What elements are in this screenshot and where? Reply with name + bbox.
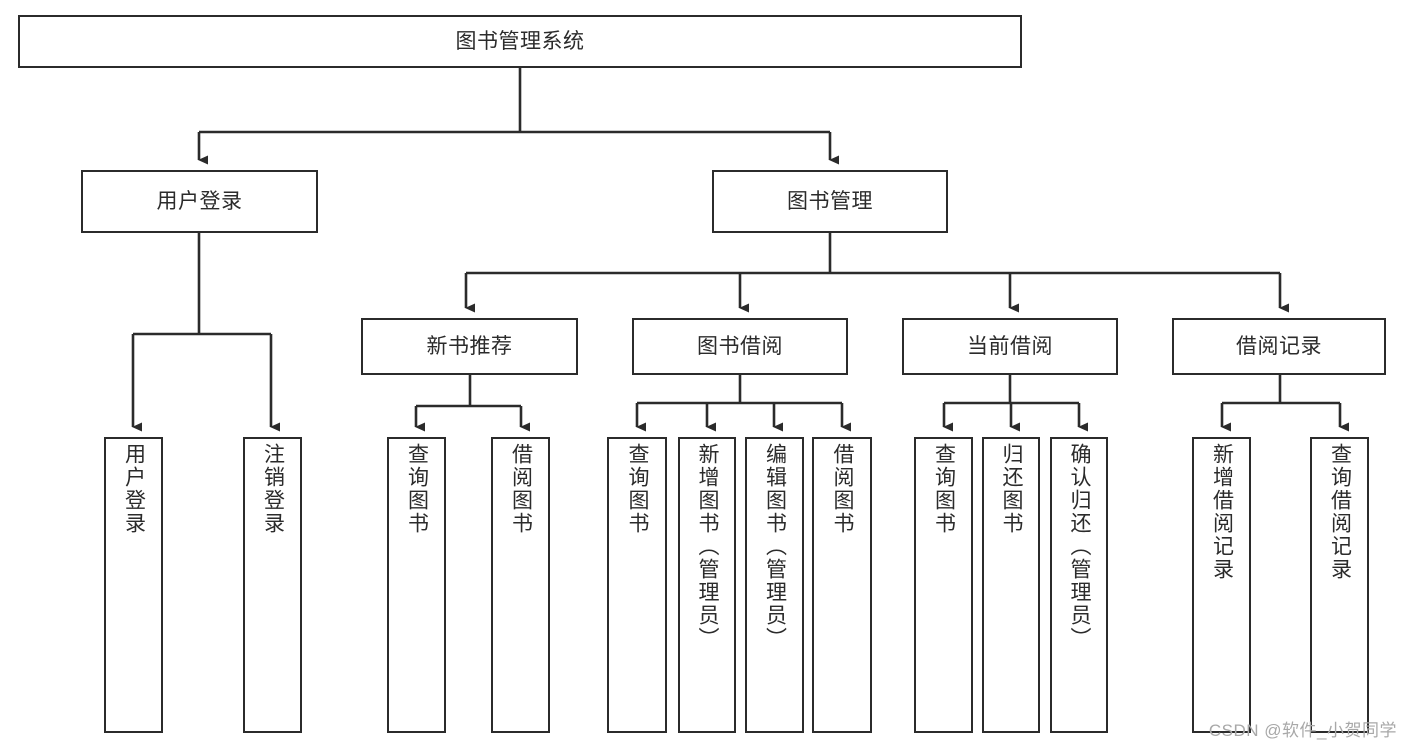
node-current-borrow[interactable]: 当前借阅 [902, 318, 1118, 375]
leaf-new-book-1[interactable]: 查询图书 [387, 437, 446, 733]
leaf-current-borrow-3[interactable]: 确认归还（管理员） [1050, 437, 1108, 733]
node-user-login[interactable]: 用户登录 [81, 170, 318, 233]
leaf-book-borrow-2[interactable]: 新增图书（管理员） [678, 437, 736, 733]
node-book-borrow-label: 图书借阅 [697, 334, 783, 358]
node-borrow-record[interactable]: 借阅记录 [1172, 318, 1386, 375]
node-root[interactable]: 图书管理系统 [18, 15, 1022, 68]
node-book-borrow[interactable]: 图书借阅 [632, 318, 848, 375]
leaf-current-borrow-3-label: 确认归还（管理员） [1068, 443, 1092, 650]
leaf-new-book-2-label: 借阅图书 [509, 443, 533, 535]
node-current-borrow-label: 当前借阅 [967, 334, 1053, 358]
leaf-current-borrow-1-label: 查询图书 [932, 443, 956, 535]
node-borrow-record-label: 借阅记录 [1236, 334, 1322, 358]
node-new-book-recommend-label: 新书推荐 [426, 334, 513, 358]
leaf-book-borrow-3-label: 编辑图书（管理员） [763, 443, 787, 650]
leaf-book-borrow-2-label: 新增图书（管理员） [696, 443, 720, 650]
leaf-user-login-2[interactable]: 注销登录 [243, 437, 302, 733]
leaf-book-borrow-4[interactable]: 借阅图书 [812, 437, 872, 733]
leaf-borrow-record-1[interactable]: 新增借阅记录 [1192, 437, 1251, 733]
leaf-current-borrow-2[interactable]: 归还图书 [982, 437, 1040, 733]
leaf-user-login-1[interactable]: 用户登录 [104, 437, 163, 733]
leaf-borrow-record-2[interactable]: 查询借阅记录 [1310, 437, 1369, 733]
node-root-label: 图书管理系统 [455, 29, 585, 53]
leaf-book-borrow-4-label: 借阅图书 [831, 443, 855, 535]
leaf-book-borrow-3[interactable]: 编辑图书（管理员） [745, 437, 804, 733]
leaf-new-book-2[interactable]: 借阅图书 [491, 437, 550, 733]
node-new-book-recommend[interactable]: 新书推荐 [361, 318, 578, 375]
leaf-user-login-1-label: 用户登录 [122, 443, 146, 535]
leaf-user-login-2-label: 注销登录 [261, 443, 285, 535]
node-book-management-label: 图书管理 [787, 189, 873, 213]
node-book-management[interactable]: 图书管理 [712, 170, 948, 233]
node-user-login-label: 用户登录 [156, 189, 243, 213]
leaf-current-borrow-2-label: 归还图书 [1000, 443, 1024, 535]
leaf-book-borrow-1[interactable]: 查询图书 [607, 437, 667, 733]
leaf-book-borrow-1-label: 查询图书 [626, 443, 650, 535]
leaf-borrow-record-2-label: 查询借阅记录 [1328, 443, 1352, 581]
leaf-borrow-record-1-label: 新增借阅记录 [1210, 443, 1234, 581]
leaf-new-book-1-label: 查询图书 [405, 443, 429, 535]
leaf-current-borrow-1[interactable]: 查询图书 [914, 437, 973, 733]
